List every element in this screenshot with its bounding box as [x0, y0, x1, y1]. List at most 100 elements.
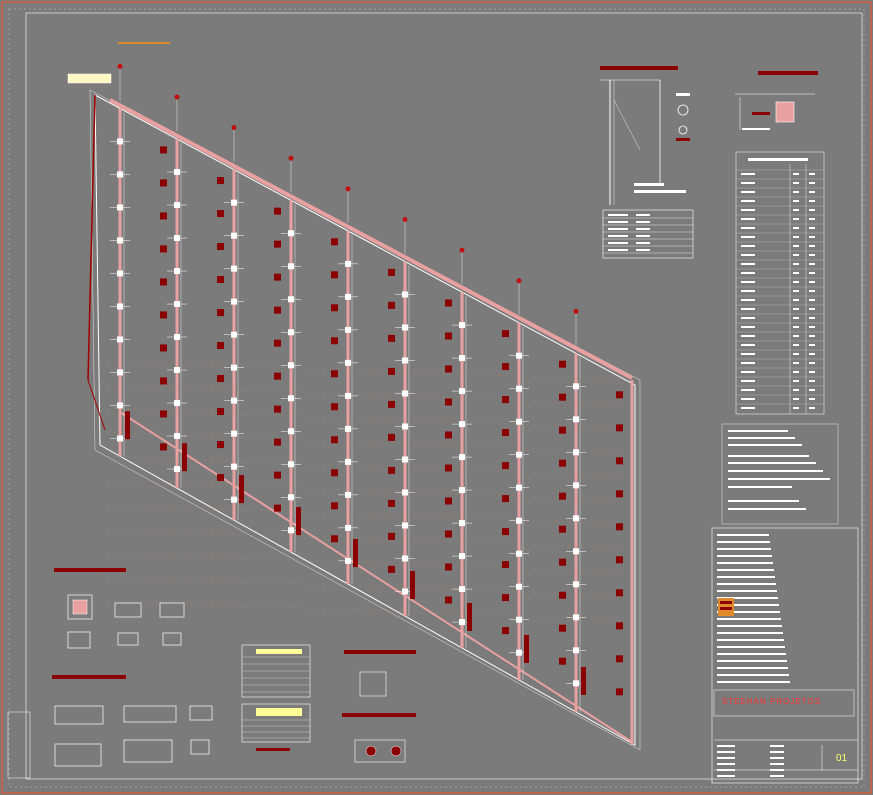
column-node: [231, 397, 237, 404]
axis-bubble: [288, 155, 294, 161]
column-tag: [559, 393, 566, 401]
column-node: [345, 458, 351, 465]
column-node: [573, 647, 579, 654]
column-tag: [445, 530, 452, 538]
column-node: [288, 362, 294, 369]
column-tag: [388, 565, 395, 573]
column-node: [288, 494, 294, 501]
steel-tables: [241, 644, 416, 763]
axis-bubble: [573, 308, 579, 314]
column-node: [231, 331, 237, 338]
general-notes: [721, 423, 839, 525]
column-node: [174, 367, 180, 374]
column-tag: [616, 589, 623, 597]
column-tag: [217, 441, 224, 449]
wall-segment: [239, 475, 244, 504]
column-tag: [160, 410, 167, 418]
column-node: [573, 515, 579, 522]
column-tag: [559, 426, 566, 434]
column-node: [345, 524, 351, 531]
column-tag: [559, 492, 566, 500]
column-node: [117, 237, 123, 244]
column-node: [459, 619, 465, 626]
column-node: [117, 303, 123, 310]
column-tag: [502, 627, 509, 635]
column-tag: [217, 474, 224, 482]
column-tag: [502, 594, 509, 602]
column-tag: [217, 210, 224, 218]
column-tag: [160, 212, 167, 220]
column-tag: [445, 299, 452, 307]
column-node: [516, 517, 522, 524]
column-node: [117, 402, 123, 409]
column-node: [288, 230, 294, 237]
column-tag: [559, 360, 566, 368]
column-node: [117, 171, 123, 178]
column-tag: [217, 276, 224, 284]
column-node: [231, 298, 237, 305]
column-tag: [502, 462, 509, 470]
column-node: [231, 463, 237, 470]
column-tag: [274, 240, 281, 248]
bottom-beam: [119, 411, 633, 743]
column-tag: [217, 243, 224, 251]
wall-segment: [410, 571, 415, 600]
column-tag: [331, 403, 338, 411]
column-tag: [445, 398, 452, 406]
column-tag: [559, 591, 566, 599]
column-tag: [274, 438, 281, 446]
column-tag: [616, 655, 623, 663]
column-tag: [160, 443, 167, 451]
column-node: [516, 583, 522, 590]
wall-segment: [581, 666, 586, 695]
column-tag: [274, 405, 281, 413]
column-node: [573, 416, 579, 423]
column-tag: [559, 525, 566, 533]
column-tag: [160, 377, 167, 385]
column-tag: [502, 429, 509, 437]
column-tag: [388, 268, 395, 276]
column-tag: [445, 497, 452, 505]
inner-frame: [25, 12, 863, 780]
column-tag: [160, 278, 167, 286]
column-tag: [616, 490, 623, 498]
wall-segment: [182, 443, 187, 472]
column-node: [402, 291, 408, 298]
axis-bubble: [459, 247, 465, 253]
column-node: [516, 550, 522, 557]
column-node: [288, 527, 294, 534]
column-tag: [274, 372, 281, 380]
column-node: [174, 268, 180, 275]
column-tag: [331, 436, 338, 444]
column-tag: [274, 306, 281, 314]
column-tag: [388, 301, 395, 309]
column-tag: [616, 523, 623, 531]
wall-segment: [524, 634, 529, 663]
column-node: [231, 430, 237, 437]
column-tag: [445, 596, 452, 604]
column-tag: [217, 177, 224, 185]
column-node: [345, 326, 351, 333]
column-node: [174, 202, 180, 209]
column-node: [459, 322, 465, 329]
column-node: [288, 461, 294, 468]
column-node: [516, 385, 522, 392]
column-tag: [502, 495, 509, 503]
column-node: [288, 296, 294, 303]
column-node: [288, 428, 294, 435]
column-tag: [217, 375, 224, 383]
column-tag: [388, 499, 395, 507]
column-tag: [160, 344, 167, 352]
column-node: [174, 334, 180, 341]
title-block: [711, 527, 859, 784]
axis-bubble: [231, 125, 237, 131]
sheet-number: 01: [836, 753, 848, 764]
axis-bubble: [345, 186, 351, 192]
column-tag: [331, 535, 338, 543]
column-tag: [559, 459, 566, 467]
column-tag: [502, 330, 509, 338]
column-node: [231, 364, 237, 371]
column-tag: [502, 528, 509, 536]
column-tag: [559, 624, 566, 632]
column-node: [459, 421, 465, 428]
